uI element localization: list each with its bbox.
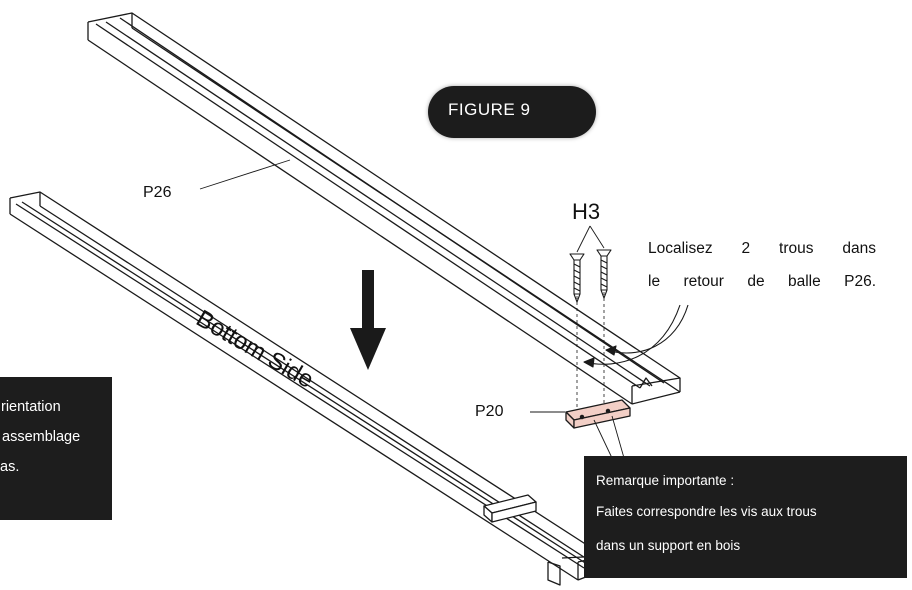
important-note: Remarque importante : Faites correspondr… [584,456,907,578]
hole-pointer-arrows [583,304,689,368]
figure-badge: FIGURE 9 [428,86,596,138]
bracket-p20-drawing [565,399,631,459]
important-note-line-1: Faites correspondre les vis aux trous [596,504,817,519]
hole-instruction: Localisez 2 trous dans le retour de ball… [648,232,876,298]
p26-leader-line [199,159,291,190]
orientation-note: rientation assemblage as. [0,377,112,520]
wood-block-drawing [483,494,537,523]
alignment-lines [576,292,605,410]
part-label-p26: P26 [143,184,172,201]
instruction-line-1: Localisez 2 trous dans [648,240,876,257]
orientation-note-line-2: assemblage [2,429,81,445]
important-note-title: Remarque importante : [596,473,735,488]
important-note-line-2: dans un support en bois [596,538,741,553]
instruction-line-2: le retour de balle P26. [648,273,876,290]
orientation-note-line-3: as. [0,459,20,475]
part-label-p20: P20 [475,403,504,420]
arrow-down-icon [350,270,386,370]
part-label-h3: H3 [572,199,601,224]
rail-p26-drawing [87,12,681,405]
orientation-note-line-1: rientation [1,399,61,415]
figure-title: FIGURE 9 [448,100,531,119]
wood-screw-icon [569,225,612,303]
